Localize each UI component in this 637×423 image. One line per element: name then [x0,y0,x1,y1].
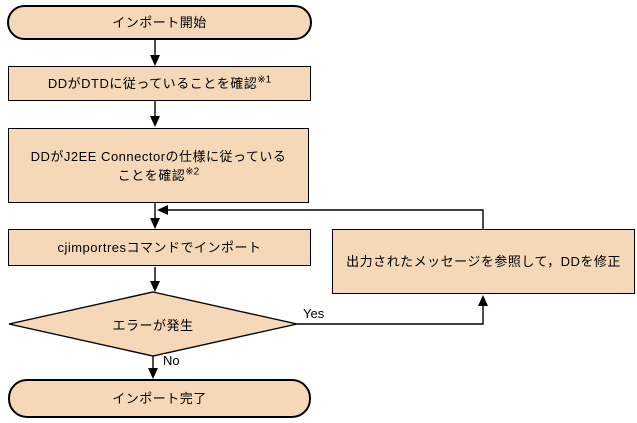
fix-dd-process: 出力されたメッセージを参照して，DDを修正 [332,229,635,294]
arrowhead-into-decision [150,281,160,292]
start-terminator: インポート開始 [7,5,312,40]
edge-yes-to-fixdd [297,306,484,325]
step-check-j2ee-spec: DDがJ2EE Connectorの仕様に従っている ことを確認※2 [8,128,309,203]
arrowhead-into-end [148,368,158,379]
check-j2ee-line2: ことを確認※2 [117,166,200,183]
import-cmd-label: cjimportresコマンドでインポート [57,240,262,255]
end-label: インポート完了 [112,391,207,406]
arrowhead-into-checkj2ee [150,116,160,127]
arrowhead-into-checkdtd [150,55,160,66]
fix-dd-label: 出力されたメッセージを参照して，DDを修正 [346,254,621,269]
no-branch-label: No [163,353,180,368]
arrowhead-into-import [150,218,160,229]
yes-branch-label: Yes [303,306,325,321]
end-terminator: インポート完了 [8,379,311,418]
step-check-dtd: DDがDTDに従っていることを確認※1 [8,66,311,101]
start-label: インポート開始 [112,15,207,30]
edge-fixdd-feedback [168,209,484,229]
note-ref-1: ※1 [257,74,272,86]
decision-error-occurred: エラーが発生 [58,315,248,334]
arrowhead-into-fixdd [478,295,488,306]
note-ref-2: ※2 [185,166,200,178]
check-j2ee-line1: DDがJ2EE Connectorの仕様に従っている [30,148,287,164]
check-dtd-label: DDがDTDに従っていることを確認※1 [47,74,272,91]
arrowhead-feedback-junction [157,205,168,215]
step-cjimportres-import: cjimportresコマンドでインポート [8,229,311,266]
decision-label: エラーが発生 [112,318,194,333]
